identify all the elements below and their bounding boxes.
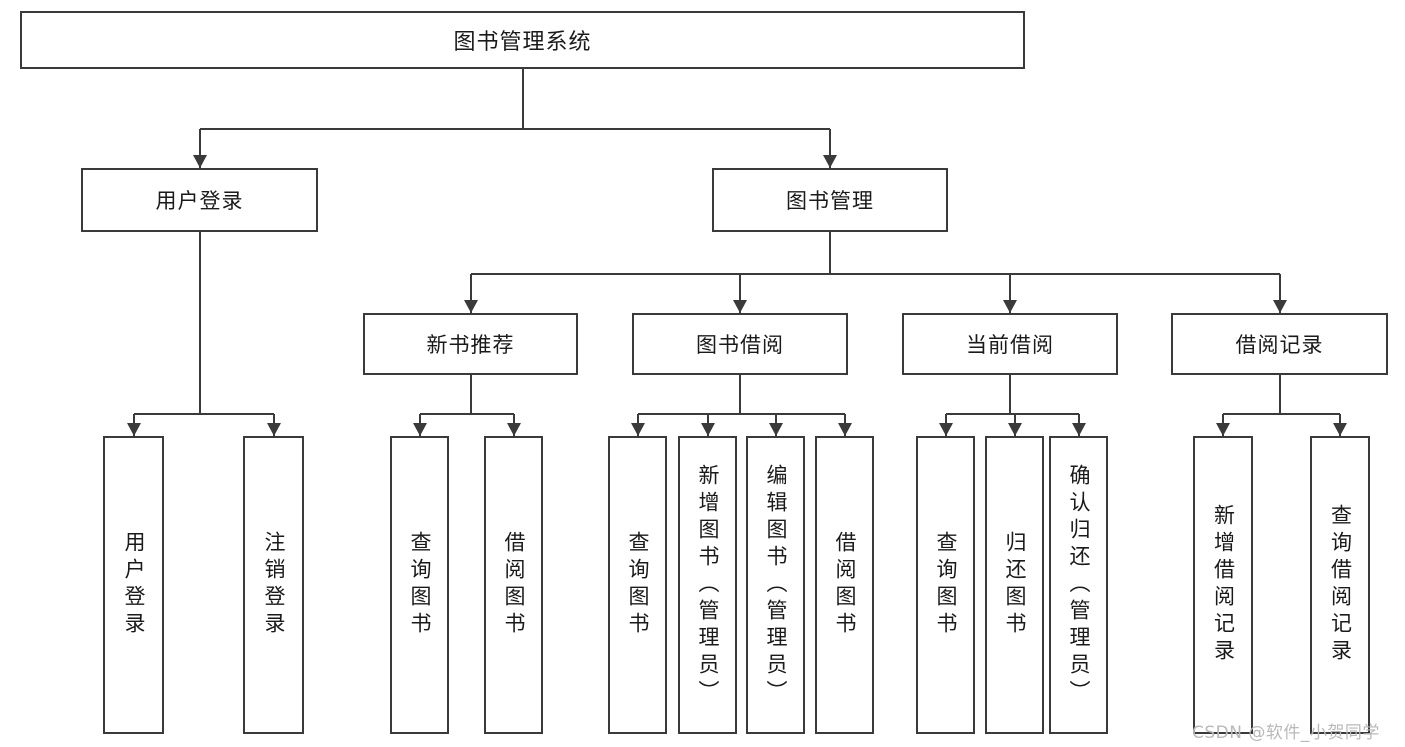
node-leaf-6[interactable]: 编辑图书（管理员） <box>746 436 805 734</box>
connector-line <box>1278 274 1281 313</box>
node-leaf-3[interactable]: 借阅图书 <box>484 436 543 734</box>
arrow-head <box>1071 423 1086 436</box>
connector-line <box>133 413 274 415</box>
arrow-head <box>700 423 715 436</box>
node-label: 图书管理系统 <box>453 30 592 55</box>
node-label: 新增图书（管理员） <box>696 463 720 707</box>
node-label: 查询图书 <box>934 531 958 639</box>
arrow-head <box>733 300 747 313</box>
node-label: 查询图书 <box>408 531 432 639</box>
connector-line <box>829 129 831 168</box>
node-label: 借阅记录 <box>1235 333 1324 357</box>
connector-line <box>1009 274 1011 313</box>
connector-line <box>945 413 1079 415</box>
connector-line <box>739 274 741 313</box>
node-label: 图书借阅 <box>696 333 784 357</box>
node-leaf-7[interactable]: 借阅图书 <box>815 436 874 734</box>
node-leaf-4[interactable]: 查询图书 <box>608 436 667 734</box>
node-label: 借阅图书 <box>502 531 526 639</box>
node-leaf-12[interactable]: 查询借阅记录 <box>1310 436 1370 734</box>
node-root[interactable]: 图书管理系统 <box>20 11 1025 69</box>
arrow-head <box>630 423 645 436</box>
connector-line <box>469 375 472 414</box>
connector-line <box>739 375 741 414</box>
connector-line <box>637 413 845 415</box>
connector-line <box>1278 375 1281 414</box>
node-leaf-9[interactable]: 归还图书 <box>985 436 1044 734</box>
node-leaf-10[interactable]: 确认归还（管理员） <box>1049 436 1108 734</box>
node-level3-0[interactable]: 新书推荐 <box>363 313 578 375</box>
connector-line <box>199 128 830 130</box>
connector-line <box>829 232 831 274</box>
node-label: 编辑图书（管理员） <box>764 463 788 707</box>
node-leaf-11[interactable]: 新增借阅记录 <box>1193 436 1253 734</box>
csdn-watermark: CSDN @软件_小贺同学 <box>1192 723 1380 743</box>
node-label: 新增借阅记录 <box>1211 504 1236 666</box>
node-leaf-1[interactable]: 注销登录 <box>243 436 304 734</box>
arrow-head <box>506 423 521 436</box>
arrow-head <box>1333 423 1347 436</box>
connector-line <box>469 274 472 313</box>
node-label: 图书管理 <box>786 189 874 213</box>
connector-line <box>198 129 201 168</box>
node-leaf-8[interactable]: 查询图书 <box>916 436 975 734</box>
arrow-head <box>1003 300 1017 313</box>
arrow-head <box>412 423 427 436</box>
arrow-head <box>1272 300 1287 313</box>
arrow-head <box>192 155 207 168</box>
node-label: 当前借阅 <box>966 333 1054 357</box>
node-leaf-2[interactable]: 查询图书 <box>390 436 449 734</box>
arrow-head <box>126 423 141 436</box>
arrow-head <box>768 423 783 436</box>
arrow-head <box>266 423 281 436</box>
node-label: 用户登录 <box>155 189 244 213</box>
node-label: 借阅图书 <box>833 531 857 639</box>
node-label: 查询图书 <box>626 531 650 639</box>
arrow-head <box>1216 423 1230 436</box>
connector-line <box>521 69 524 129</box>
node-label: 新书推荐 <box>426 333 515 357</box>
connector-line <box>1223 413 1340 415</box>
node-leaf-0[interactable]: 用户登录 <box>103 436 164 734</box>
arrow-head <box>837 423 852 436</box>
connector-line <box>470 273 1280 275</box>
node-label: 用户登录 <box>122 531 146 639</box>
node-label: 确认归还（管理员） <box>1067 463 1091 707</box>
node-label: 归还图书 <box>1003 531 1027 639</box>
connector-line <box>419 413 514 415</box>
connector-line <box>198 232 201 414</box>
arrow-head <box>938 423 953 436</box>
node-level2-1[interactable]: 图书管理 <box>712 168 948 232</box>
node-label: 注销登录 <box>262 531 286 639</box>
arrow-head <box>823 155 837 168</box>
arrow-head <box>1007 423 1022 436</box>
node-level3-1[interactable]: 图书借阅 <box>632 313 848 375</box>
node-level2-0[interactable]: 用户登录 <box>81 168 318 232</box>
node-level3-2[interactable]: 当前借阅 <box>902 313 1118 375</box>
arrow-head <box>463 300 478 313</box>
node-label: 查询借阅记录 <box>1328 504 1353 666</box>
connector-line <box>1009 375 1011 414</box>
node-leaf-5[interactable]: 新增图书（管理员） <box>678 436 737 734</box>
node-level3-3[interactable]: 借阅记录 <box>1171 313 1388 375</box>
